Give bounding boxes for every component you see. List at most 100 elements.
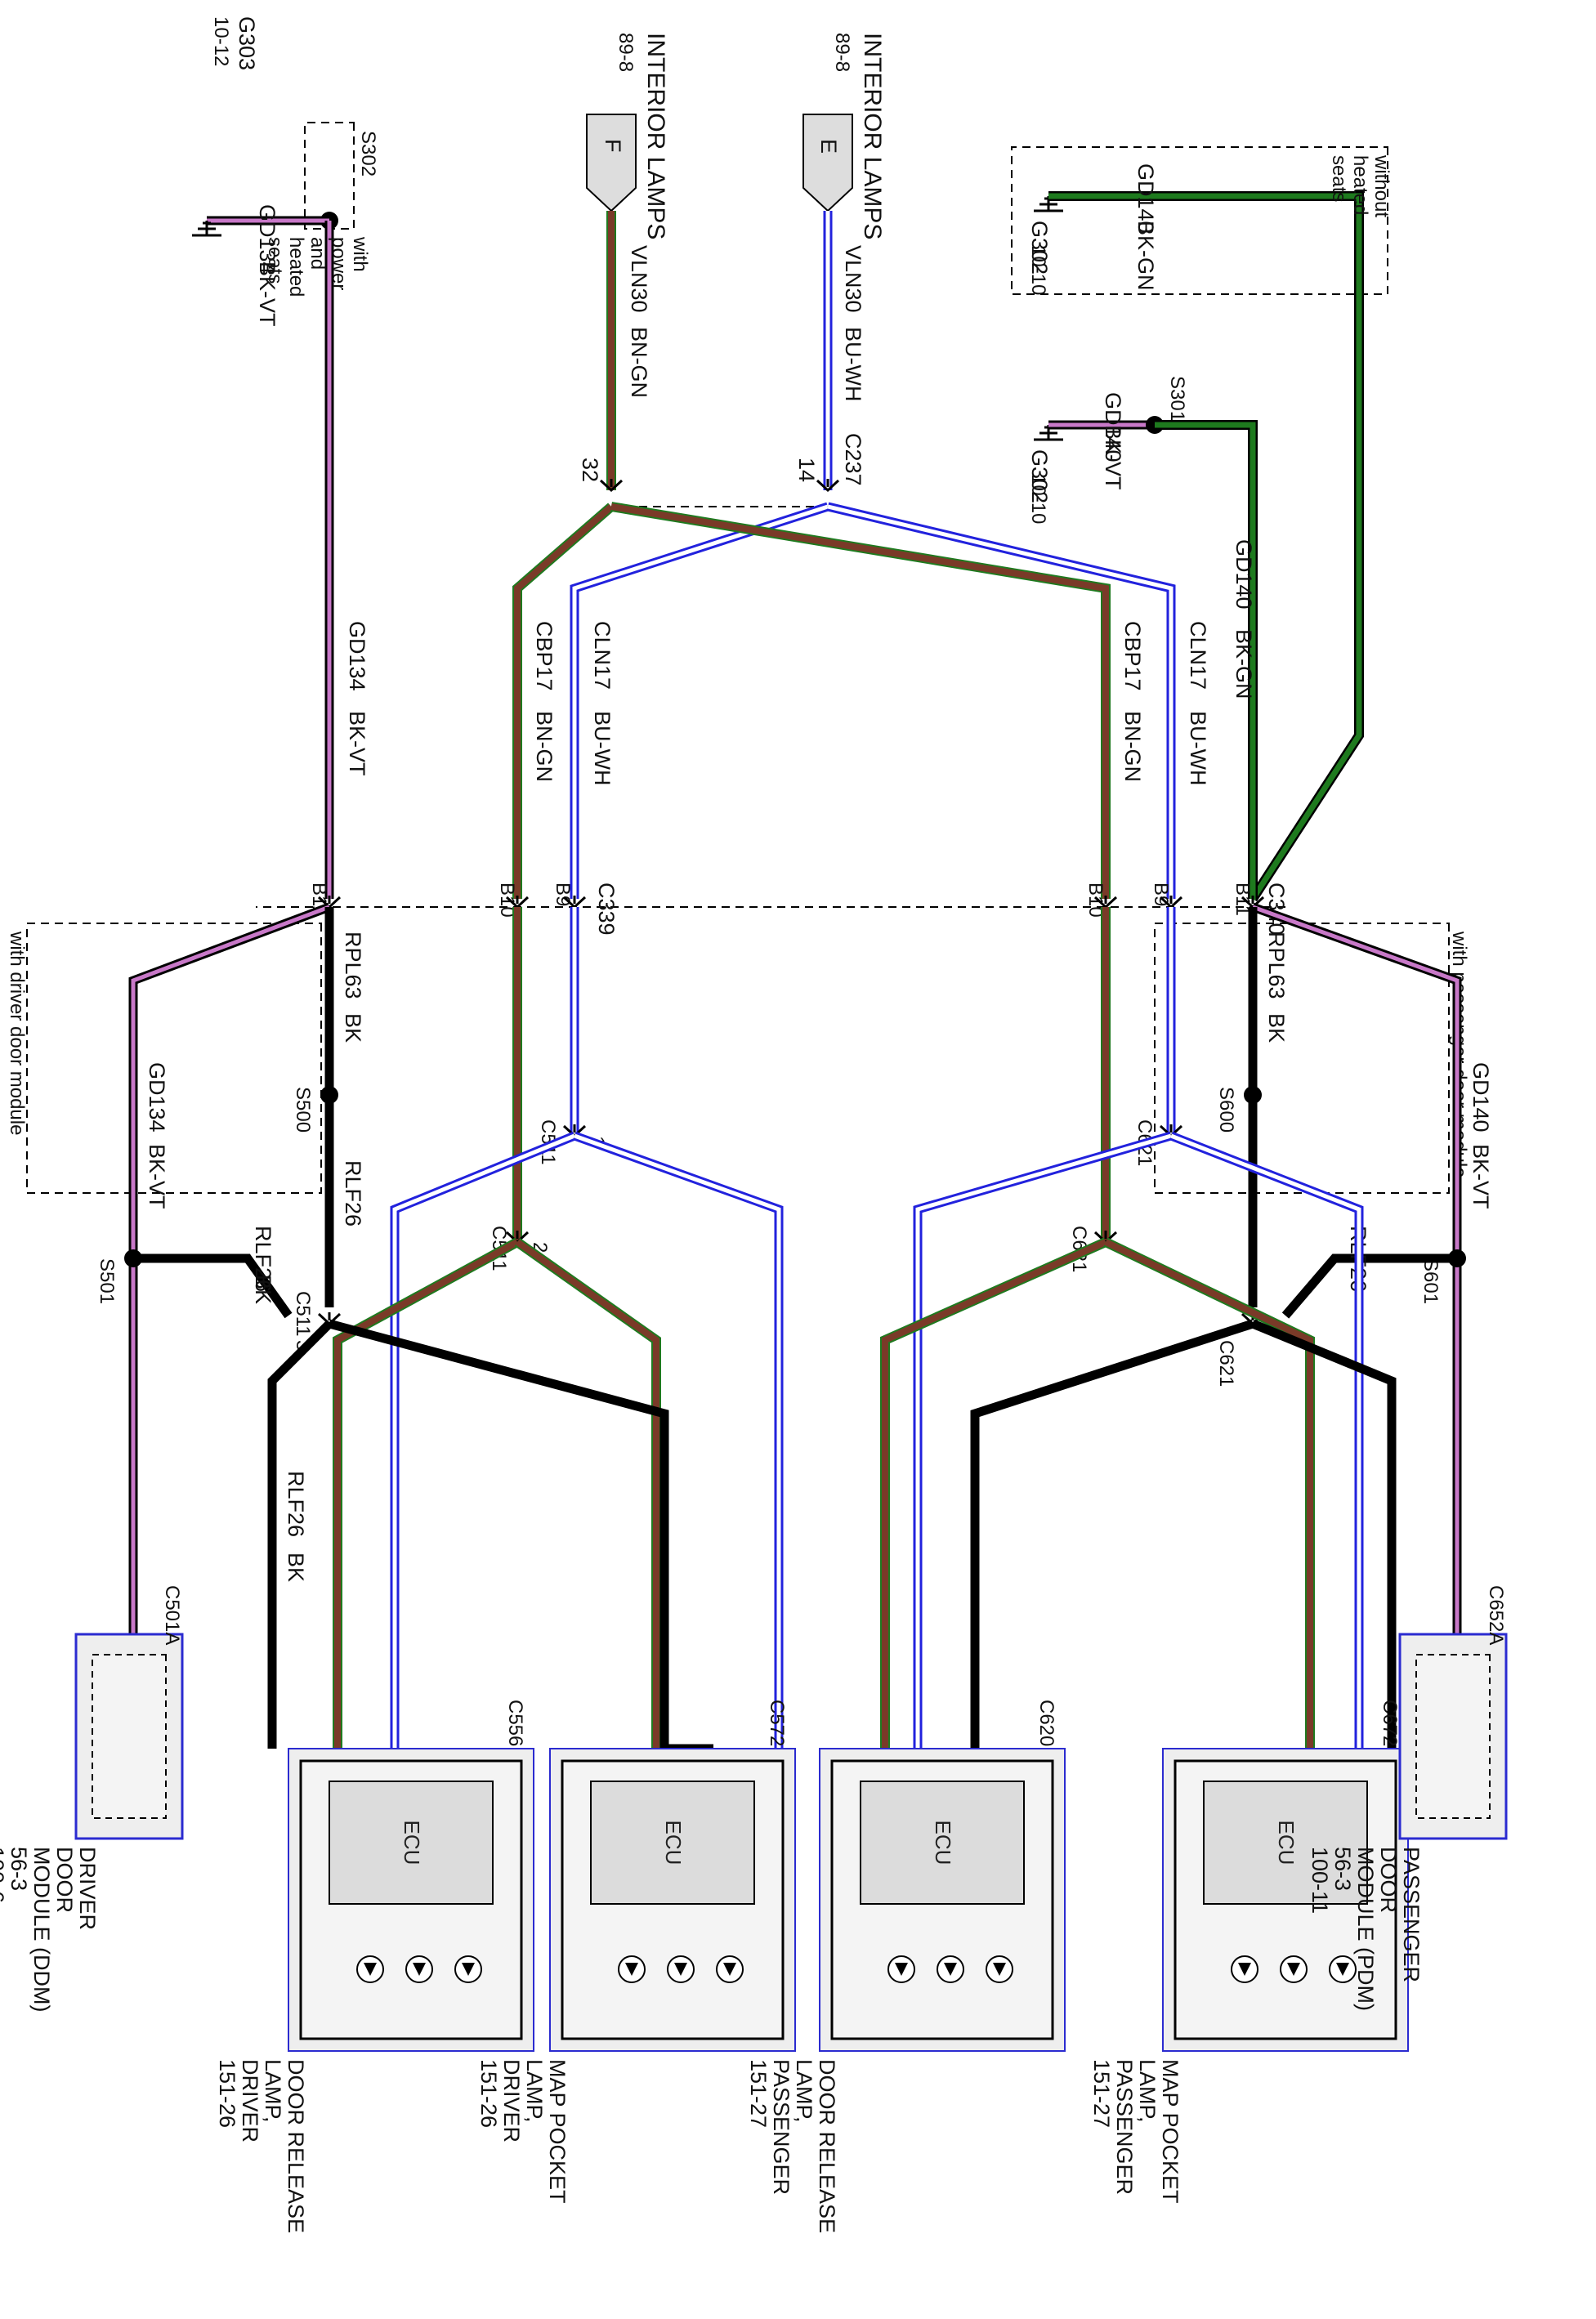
wire-cln17-drp-outer [913, 1131, 1173, 1749]
label-gd134-top-color: BK-VT [255, 261, 279, 327]
passenger-door-module-label-line: 56-3 [1330, 1847, 1355, 1891]
wire-gd140-top-stripe [1048, 193, 1362, 900]
without-heated-box [1011, 146, 1388, 295]
wire-cbp17-pass-top-core [610, 503, 1109, 899]
map-pocket-lamp-driver-connector: C572 [766, 1700, 788, 1746]
map-pocket-lamp-driver-label: MAP POCKETLAMP,DRIVER151-26 [476, 2059, 570, 2204]
wire-cbp17-driver-top-core [514, 503, 614, 899]
door-release-lamp-driver-label-line: 151-26 [215, 2059, 239, 2128]
label-gd134-mid: GD134 [345, 621, 369, 691]
splice-s600 [1244, 1086, 1262, 1104]
connector-f-ref: 89-8 [615, 33, 637, 72]
label-c511-a: C511 [292, 1291, 314, 1337]
label-g303: G303 [235, 16, 259, 70]
connector-e-ref: 89-8 [831, 33, 853, 72]
label-gd140-top: GD140 [1133, 163, 1158, 234]
door-release-lamp-passenger-label-line: DOOR RELEASE [815, 2059, 839, 2233]
wire-cbp17-pass-top-outer [610, 502, 1111, 899]
wire-rlf26-s601-core [1281, 1253, 1457, 1319]
note-without-heated: withoutheatedseats [1328, 154, 1393, 217]
label-vln30: VLN30 [627, 245, 651, 313]
wire-cln17-pass-top-stripe [827, 504, 1174, 899]
wire-cbp17-drl-outer [333, 1237, 520, 1749]
map-pocket-lamp-passenger-label-line: 151-27 [1089, 2059, 1114, 2128]
door-release-lamp-driver-label-line: DOOR RELEASE [284, 2059, 308, 2233]
driver-door-module-label-line: DRIVER [75, 1847, 100, 1930]
label-cln17-p-color: BU-WH [1186, 711, 1210, 785]
passenger-door-module-inner [1415, 1654, 1491, 1819]
label-rlf26-drl: RLF26 [284, 1471, 308, 1537]
door-release-lamp-driver-led-1-symbol [413, 1963, 426, 1976]
passenger-door-module-connector: C652A [1485, 1585, 1507, 1645]
wire-cln17-drp [913, 1131, 1173, 1749]
door-release-lamp-driver-led-2-symbol [364, 1963, 377, 1976]
map-pocket-lamp-driver-led-1-symbol [674, 1963, 687, 1976]
label-gd140-mid: GD140 [1232, 539, 1256, 610]
wire-cbp17-mpp-core [1104, 1239, 1313, 1749]
label-cbp17-d: CBP17 [532, 621, 557, 691]
label-g303-ref: 10-12 [210, 16, 232, 66]
wire-cbp17-drl [333, 1237, 520, 1749]
wire-rlf26-drl-core [267, 1320, 333, 1749]
map-pocket-lamp-driver-label-line: LAMP, [522, 2059, 547, 2123]
label-g302b: G302 [1027, 449, 1052, 503]
label-cbp17-d-color: BN-GN [532, 711, 557, 782]
wire-cln17-mpp-stripe [1170, 1133, 1361, 1749]
pin-14: 14 [794, 458, 819, 482]
label-rpl63-pass-color: BK [1264, 1013, 1289, 1043]
door-release-lamp-passenger-ecu-box [860, 1781, 1025, 1905]
map-pocket-lamp-passenger-led-0-symbol [1336, 1963, 1349, 1976]
label-cln17-d-color: BU-WH [590, 711, 615, 785]
note-with-power-heated-line: heated [285, 237, 307, 297]
wire-cln17-pass-top [826, 502, 1176, 899]
note-with-power-heated-line: with [349, 236, 371, 272]
wire-cln17-driver-top-stripe [572, 504, 829, 899]
wire-cbp17-driver-top [512, 503, 615, 899]
wire-gd140-s301-stripe [1155, 422, 1256, 899]
wire-rlf26-s501-core [133, 1253, 293, 1319]
wire-cln17-mpp [1169, 1131, 1364, 1749]
wire-rlf26-mpl-pre [328, 1319, 669, 1749]
note-without-heated-line: heated [1349, 155, 1371, 215]
label-c237: C237 [841, 433, 865, 486]
connector-f-title: INTERIOR LAMPS [642, 33, 669, 239]
driver-door-module-label-line: MODULE (DDM) [29, 1847, 54, 2013]
map-pocket-lamp-driver-led-2-symbol [625, 1963, 638, 1976]
wire-gd140-top-outer [1048, 191, 1364, 902]
label-gd134-mid-color: BK-VT [345, 711, 369, 776]
map-pocket-lamp-driver-ecu-label: ECU [661, 1821, 686, 1865]
label-s500: S500 [292, 1087, 314, 1133]
label-gd134-top: GD134 [255, 204, 279, 275]
label-s301: S301 [1166, 376, 1188, 422]
connector-e-id: E [816, 139, 841, 154]
label-cbp17-p-color: BN-GN [1120, 711, 1145, 782]
door-release-lamp-driver-label-line: LAMP, [261, 2059, 285, 2123]
label-rlf26-s501-color: BK [251, 1275, 275, 1304]
driver-door-module-inner [92, 1654, 167, 1819]
label-gd140-s301: GD140 [1101, 392, 1125, 462]
connector-e-shape [802, 114, 853, 212]
driver-door-module-box [26, 923, 322, 1194]
door-release-lamp-driver-ecu-box [329, 1781, 494, 1905]
label-g302b-ref: 10-10 [1027, 474, 1049, 524]
map-pocket-lamp-driver-label-line: DRIVER [499, 2059, 524, 2143]
note-without-heated-line: without [1370, 154, 1393, 217]
label-vln30-color: BN-GN [627, 327, 651, 398]
splice-s500 [320, 1086, 338, 1104]
label-e-vln30: VLN30 [841, 245, 865, 313]
label-cln17-p: CLN17 [1186, 621, 1210, 690]
passenger-door-module-label-line: DOOR [1376, 1847, 1401, 1913]
note-with-power-heated: withpowerandheatedseats [264, 236, 371, 297]
door-release-lamp-passenger-label-line: 151-27 [746, 2059, 771, 2128]
map-pocket-lamp-passenger-led-2-symbol [1238, 1963, 1251, 1976]
label-s501: S501 [96, 1258, 118, 1304]
label-cbp17-p: CBP17 [1120, 621, 1145, 691]
wire-cln17-drl-outer [390, 1131, 577, 1749]
driver-door-module-label-line: 56-3 [7, 1847, 31, 1891]
map-pocket-lamp-passenger-label: MAP POCKETLAMP,PASSENGER151-27 [1089, 2059, 1182, 2204]
label-rpl63-driver-color: BK [341, 1013, 365, 1043]
map-pocket-lamp-passenger-led-1-symbol [1287, 1963, 1300, 1976]
door-release-lamp-passenger-connector: C620 [1035, 1700, 1057, 1746]
wire-cln17-drl-stripe [392, 1133, 575, 1749]
door-release-lamp-passenger-label-line: PASSENGER [769, 2059, 794, 2195]
